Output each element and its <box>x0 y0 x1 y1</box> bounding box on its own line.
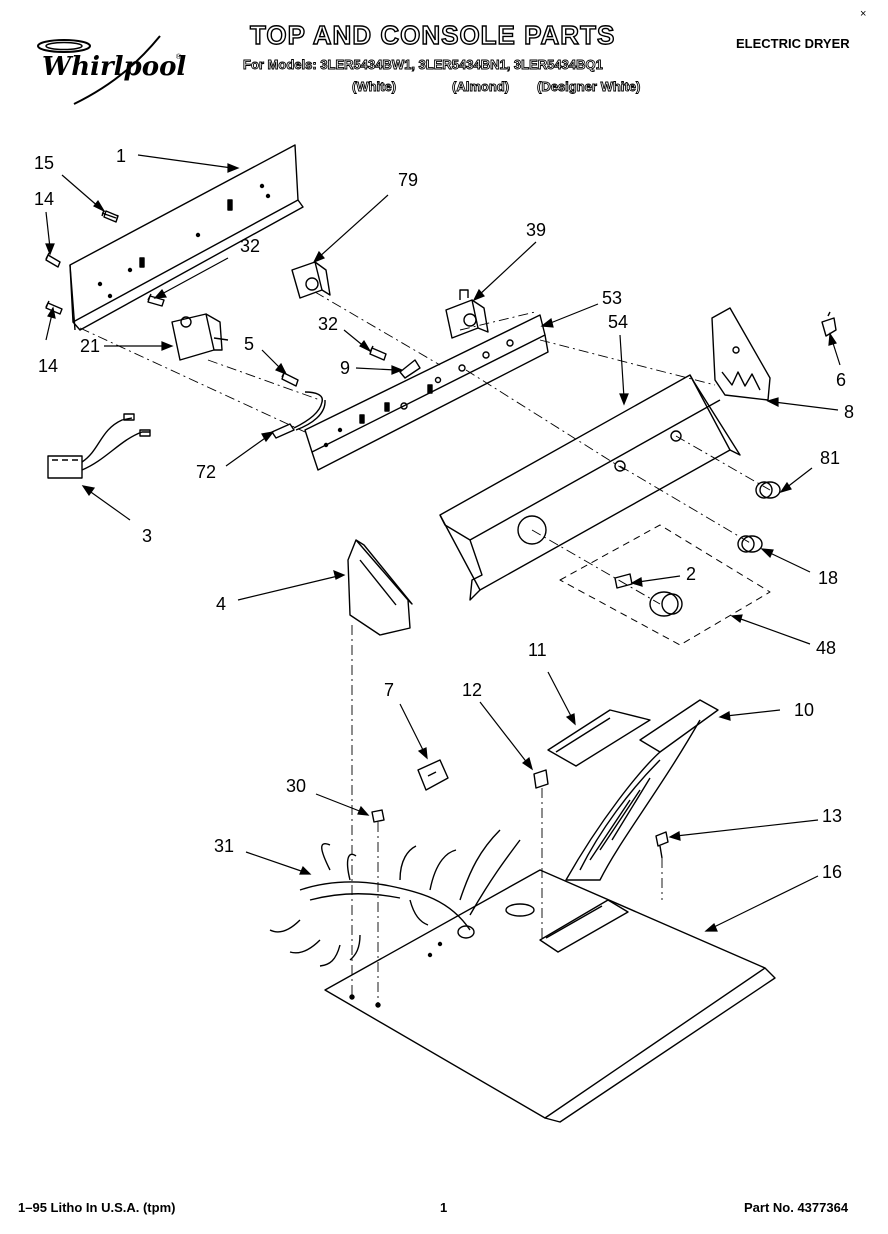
part-81-knob <box>755 481 781 499</box>
part-12-clip <box>533 769 549 789</box>
callout-14-upper: 14 <box>34 189 54 209</box>
part-31-wire-harness <box>269 829 521 967</box>
callout-8: 8 <box>844 402 854 422</box>
part-10-cover-lid <box>565 699 719 881</box>
part-79-switch <box>291 261 331 299</box>
part-21-timer <box>171 313 229 361</box>
callout-32-center: 32 <box>318 314 338 334</box>
screw-14-lower <box>45 300 63 315</box>
callout-14-lower: 14 <box>38 356 58 376</box>
part-48-knob-set <box>559 524 771 646</box>
variant-almond: (Almond) <box>452 79 510 95</box>
part-11-lens <box>547 709 651 767</box>
screw-6 <box>821 311 837 337</box>
part-1-rear-bracket <box>69 144 304 331</box>
callout-53: 53 <box>602 288 622 308</box>
corner-mark: × <box>860 8 867 20</box>
callout-72: 72 <box>196 462 216 482</box>
callout-54: 54 <box>608 312 628 332</box>
part-8-end-cap <box>711 307 771 401</box>
callout-30: 30 <box>286 776 306 796</box>
screw-14-upper <box>45 252 61 268</box>
screw-32-left <box>147 293 165 307</box>
callout-2: 2 <box>686 564 696 584</box>
part-2-clip <box>614 573 633 589</box>
callout-16: 16 <box>822 862 842 882</box>
callout-11: 11 <box>528 640 547 660</box>
footer-part-number: Part No. 4377364 <box>744 1200 849 1215</box>
callout-labels: 1 15 14 32 14 21 5 3 72 79 32 9 39 53 54… <box>34 146 854 882</box>
callout-6: 6 <box>836 370 846 390</box>
leader-lines <box>45 154 841 932</box>
callout-5: 5 <box>244 334 254 354</box>
callout-3: 3 <box>142 526 152 546</box>
callout-12: 12 <box>462 680 482 700</box>
screw-15 <box>101 209 119 223</box>
callout-18: 18 <box>818 568 838 588</box>
alignment-lines <box>79 291 771 1005</box>
whirlpool-logo: Whirlpool ® <box>22 28 192 108</box>
callout-48: 48 <box>816 638 836 658</box>
variant-designer-white: (Designer White) <box>537 79 641 95</box>
callout-13: 13 <box>822 806 842 826</box>
screw-32-center <box>369 345 387 361</box>
callout-21: 21 <box>80 336 100 356</box>
logo-swoosh-icon <box>37 35 161 105</box>
callout-79: 79 <box>398 170 418 190</box>
brand-name: Whirlpool <box>42 52 187 82</box>
callout-7: 7 <box>384 680 394 700</box>
callout-9: 9 <box>340 358 350 378</box>
footer-litho: 1–95 Litho In U.S.A. (tpm) <box>18 1200 176 1215</box>
callout-39: 39 <box>526 220 546 240</box>
part-39-switch <box>445 289 489 339</box>
part-7-connector <box>417 759 449 791</box>
callout-4: 4 <box>216 594 226 614</box>
part-54-console <box>439 374 741 601</box>
callout-31: 31 <box>214 836 234 856</box>
part-72-wire-lead <box>271 391 326 439</box>
callout-10: 10 <box>794 700 814 720</box>
part-53-panel-bracket <box>304 314 549 471</box>
callout-1: 1 <box>116 146 126 166</box>
document-type: ELECTRIC DRYER <box>736 36 850 51</box>
callout-15: 15 <box>34 153 54 173</box>
part-16-top-panel <box>324 869 776 1123</box>
callout-81: 81 <box>820 448 840 468</box>
part-3-terminal-block <box>47 413 151 479</box>
footer-page-number: 1 <box>440 1200 448 1215</box>
part-4-end-cap <box>347 539 413 636</box>
part-18-knob <box>737 535 763 553</box>
callout-32-left: 32 <box>240 236 260 256</box>
part-30-clip <box>371 809 385 823</box>
variant-white: (White) <box>352 79 397 95</box>
screw-13 <box>655 831 669 859</box>
page-title: TOP AND CONSOLE PARTS <box>249 19 616 50</box>
models-line: For Models: 3LER5434BW1, 3LER5434BN1, 3L… <box>243 57 604 73</box>
